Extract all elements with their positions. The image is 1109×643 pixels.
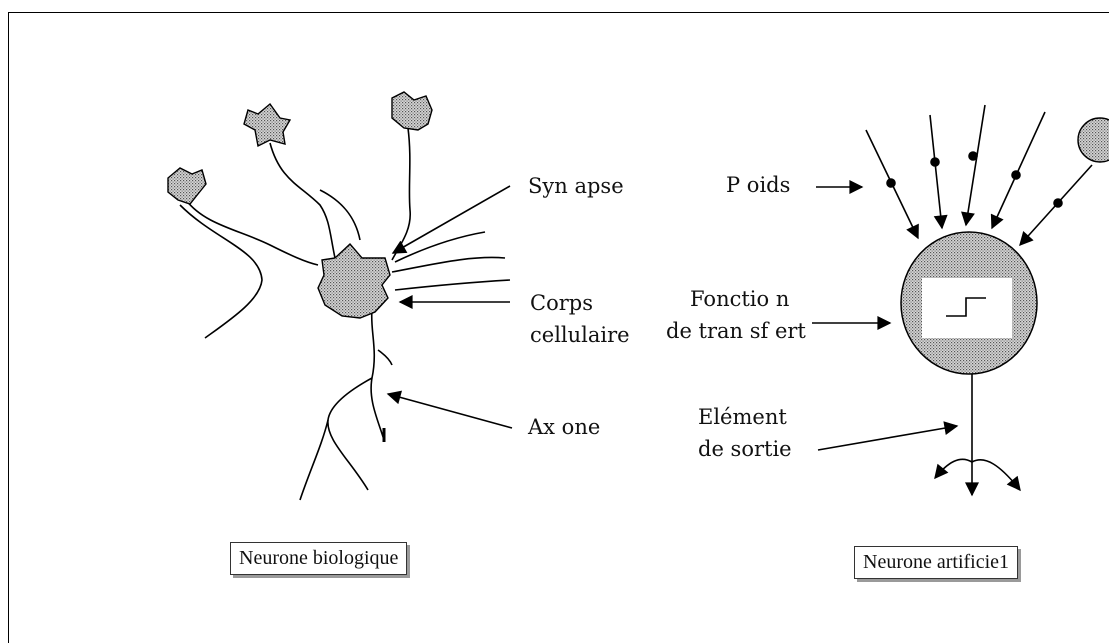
biological-arrows [388, 186, 512, 428]
weight-dot [887, 179, 895, 187]
output-element-label-line2: de sortie [698, 438, 792, 460]
weight-dot [969, 152, 977, 160]
biological-neuron-caption: Neurone biologique [230, 542, 407, 575]
soma-top-right [392, 92, 432, 130]
biological-neuron [168, 92, 510, 500]
synapse-label: Syn apse [528, 175, 624, 197]
axon-branch [300, 420, 328, 500]
dendrite [395, 232, 485, 262]
axon-label: Ax one [528, 416, 600, 438]
input-neuron [1078, 118, 1109, 162]
axon-arrow [388, 394, 512, 428]
dendrite [392, 257, 505, 272]
soma-left [168, 168, 206, 204]
input-line [966, 105, 985, 225]
input-line [992, 112, 1045, 228]
weight-dot [1012, 171, 1020, 179]
transfer-function-label-line2: de tran sf ert [666, 320, 806, 342]
dendrite [395, 280, 510, 290]
axon-branch [378, 350, 392, 365]
axon [371, 310, 384, 440]
cell-body [318, 244, 390, 318]
transfer-function-label-line1: Fonctio n [690, 288, 789, 310]
weight-dot [931, 158, 939, 166]
dendrite [186, 200, 318, 265]
weights-label: P oids [726, 174, 790, 196]
axon-branch [328, 378, 372, 490]
weight-dot [1054, 199, 1062, 207]
dendrite [392, 128, 410, 260]
artificial-neuron [866, 105, 1109, 495]
output-element-label-line1: Elément [698, 406, 787, 428]
output-branch [935, 459, 972, 478]
output-arrow [818, 426, 957, 450]
artificial-neuron-caption: Neurone artificie1 [854, 546, 1018, 579]
output-branch [972, 460, 1020, 490]
input-line [930, 115, 942, 228]
soma-top-left [244, 104, 290, 146]
transfer-function-box [922, 278, 1012, 338]
cell-body-label-line2: cellulaire [530, 324, 630, 346]
cell-body-label-line1: Corps [530, 292, 593, 314]
dendrite [270, 143, 335, 258]
